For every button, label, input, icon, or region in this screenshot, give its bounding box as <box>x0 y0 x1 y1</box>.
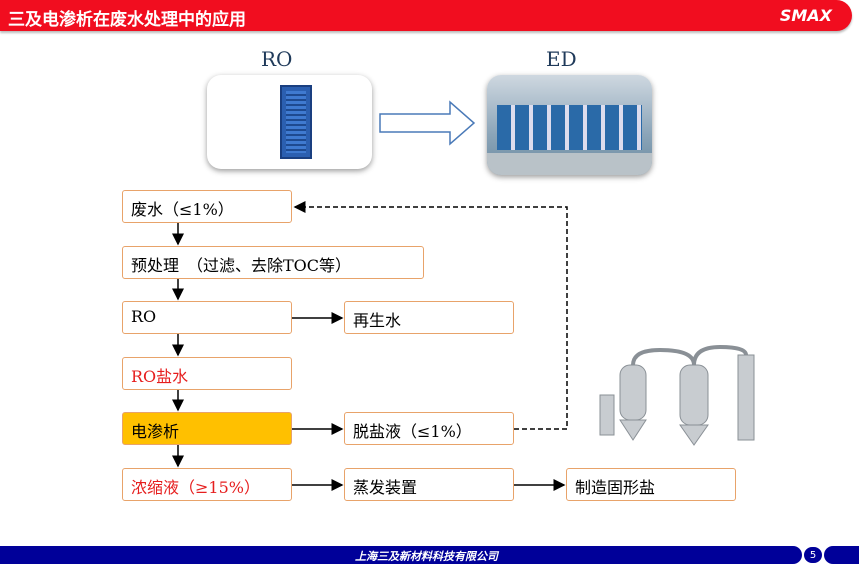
page-number: 5 <box>803 546 823 564</box>
flow-box-desalted-liquid: 脱盐液（≤1%） <box>344 412 514 445</box>
flow-box-evaporator: 蒸发装置 <box>344 468 514 501</box>
ed-label: ED <box>546 47 577 71</box>
flow-box-concentrate: 浓缩液（≥15%） <box>122 468 292 501</box>
footer-end-cap <box>824 546 859 564</box>
flow-box-wastewater: 废水（≤1%） <box>122 190 292 223</box>
flow-box-reclaimed-water: 再生水 <box>344 301 514 334</box>
evaporator-image <box>599 345 755 446</box>
company-name: 上海三及新材料科技有限公司 <box>355 550 498 563</box>
arrow-right-icon <box>379 100 476 146</box>
ro-label: RO <box>261 47 293 71</box>
flow-box-solid-salt: 制造固形盐 <box>566 468 736 501</box>
footer-bar: 上海三及新材料科技有限公司 <box>0 546 802 564</box>
slide-title: 三及电渗析在废水处理中的应用 <box>8 10 246 30</box>
flow-box-pretreatment: 预处理 （过滤、去除TOC等） <box>122 246 424 279</box>
flow-box-ro: RO <box>122 301 292 334</box>
ed-equipment-image <box>487 75 652 175</box>
ro-module-image <box>207 75 372 169</box>
flow-box-electrodialysis: 电渗析 <box>122 412 292 445</box>
flow-box-ro-brine: RO盐水 <box>122 357 292 390</box>
header-bar: 三及电渗析在废水处理中的应用 SMAX <box>0 0 852 31</box>
smax-logo: SMAX <box>779 6 832 25</box>
